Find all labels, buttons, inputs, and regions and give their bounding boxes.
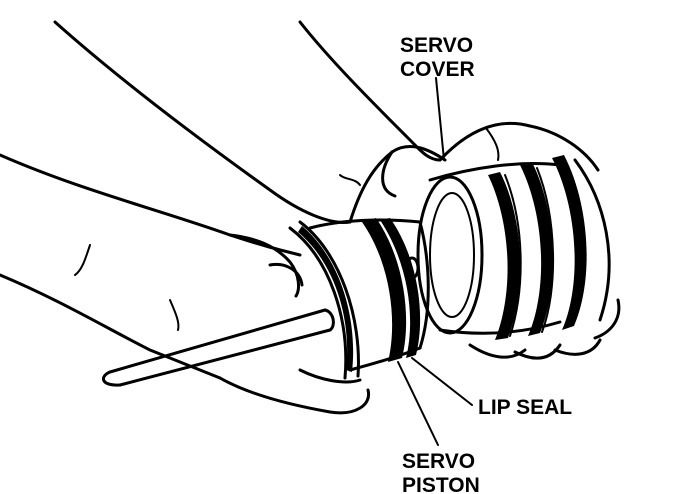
lip-seal-leader	[411, 357, 473, 406]
labels: SERVO COVER LIP SEAL SERVO PISTON	[400, 34, 572, 494]
lip-seal	[288, 220, 360, 380]
servo-cover-label-line2: COVER	[400, 58, 475, 81]
left-hand	[0, 153, 371, 415]
servo-piston-label-line1: SERVO	[402, 450, 475, 473]
lip-seal-label: LIP SEAL	[478, 396, 572, 419]
servo-cover	[416, 155, 611, 340]
right-hand	[53, 20, 621, 360]
servo-cover-label-line1: SERVO	[400, 34, 473, 57]
servo-piston	[308, 218, 430, 372]
servo-piston-leader	[397, 361, 439, 446]
servo-cover-leader	[435, 77, 445, 161]
leader-lines	[397, 77, 473, 446]
pick-tool	[102, 308, 335, 387]
servo-piston-label-line2: PISTON	[402, 474, 480, 494]
